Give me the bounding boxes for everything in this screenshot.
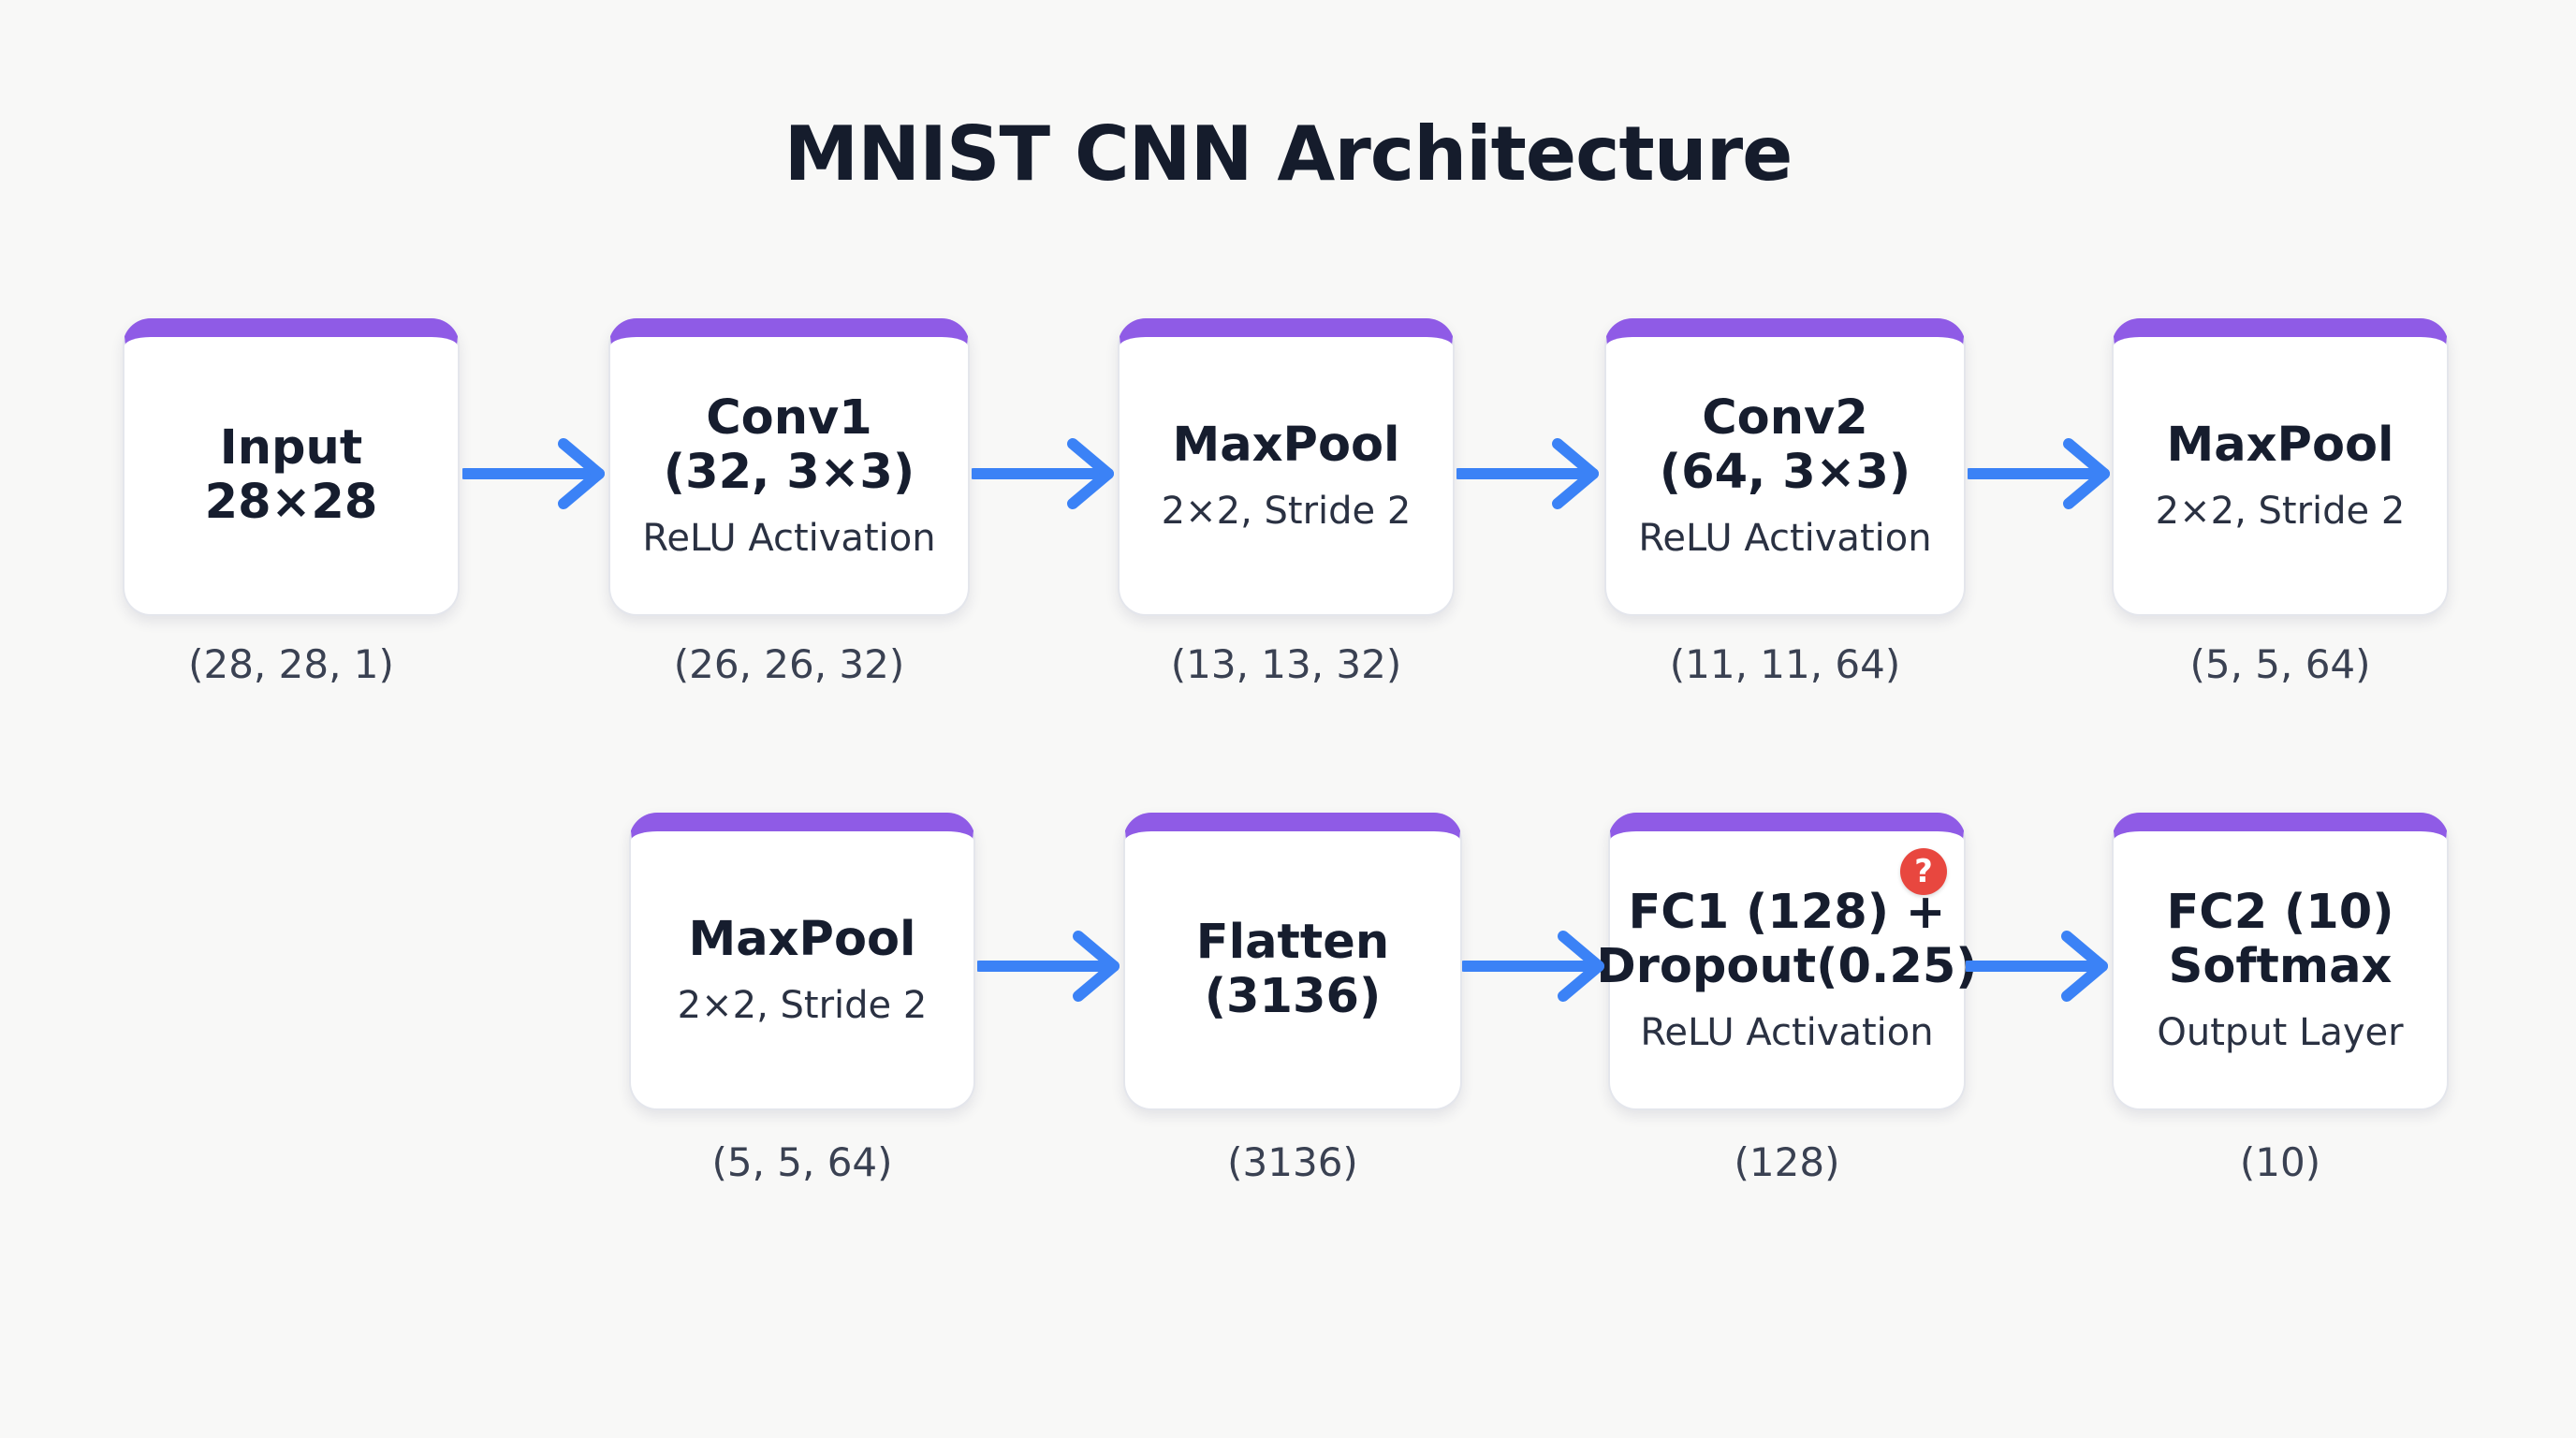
question-icon[interactable]: ? <box>1900 848 1947 895</box>
arrow-right-icon <box>972 436 1118 511</box>
shape-label: (10) <box>2239 1139 2321 1185</box>
shape-label: (5, 5, 64) <box>2189 641 2371 687</box>
node-label: Conv1 (32, 3×3) <box>663 390 915 500</box>
node-sublabel: 2×2, Stride 2 <box>677 984 928 1027</box>
node-label: Flatten (3136) <box>1195 915 1390 1024</box>
arrow-right-icon <box>462 436 608 511</box>
node-label: MaxPool <box>1172 418 1400 473</box>
node-fc2: FC2 (10) Softmax Output Layer <box>2112 813 2449 1110</box>
node-label: FC1 (128) + Dropout(0.25) <box>1596 885 1978 994</box>
shape-label: (28, 28, 1) <box>188 641 394 687</box>
node-label: MaxPool <box>688 912 916 967</box>
node-label: Conv2 (64, 3×3) <box>1659 390 1911 500</box>
node-input: Input 28×28 <box>123 318 460 616</box>
node-sublabel: ReLU Activation <box>1638 517 1932 560</box>
arrow-right-icon <box>1968 436 2114 511</box>
shape-label: (13, 13, 32) <box>1170 641 1402 687</box>
node-conv1: Conv1 (32, 3×3) ReLU Activation <box>608 318 970 616</box>
shape-label: (128) <box>1734 1139 1840 1185</box>
diagram-title: MNIST CNN Architecture <box>783 110 1793 198</box>
shape-label: (26, 26, 32) <box>673 641 905 687</box>
node-label: MaxPool <box>2166 418 2394 473</box>
arrow-right-icon <box>977 929 1123 1004</box>
shape-label: (5, 5, 64) <box>711 1139 893 1185</box>
node-maxpool-3: MaxPool 2×2, Stride 2 <box>629 813 975 1110</box>
arrow-right-icon <box>1966 929 2112 1004</box>
arrow-right-icon <box>1456 436 1603 511</box>
node-maxpool-2: MaxPool 2×2, Stride 2 <box>2112 318 2449 616</box>
node-flatten: Flatten (3136) <box>1123 813 1462 1110</box>
node-sublabel: ReLU Activation <box>1640 1011 1934 1054</box>
node-sublabel: ReLU Activation <box>642 517 936 560</box>
node-sublabel: 2×2, Stride 2 <box>1161 490 1412 533</box>
node-sublabel: Output Layer <box>2157 1011 2404 1054</box>
node-sublabel: 2×2, Stride 2 <box>2155 490 2406 533</box>
node-label: Input 28×28 <box>204 420 378 530</box>
shape-label: (11, 11, 64) <box>1669 641 1901 687</box>
node-maxpool-1: MaxPool 2×2, Stride 2 <box>1118 318 1455 616</box>
node-conv2: Conv2 (64, 3×3) ReLU Activation <box>1604 318 1966 616</box>
shape-label: (3136) <box>1227 1139 1358 1185</box>
arrow-right-icon <box>1462 929 1608 1004</box>
node-label: FC2 (10) Softmax <box>2166 885 2394 994</box>
